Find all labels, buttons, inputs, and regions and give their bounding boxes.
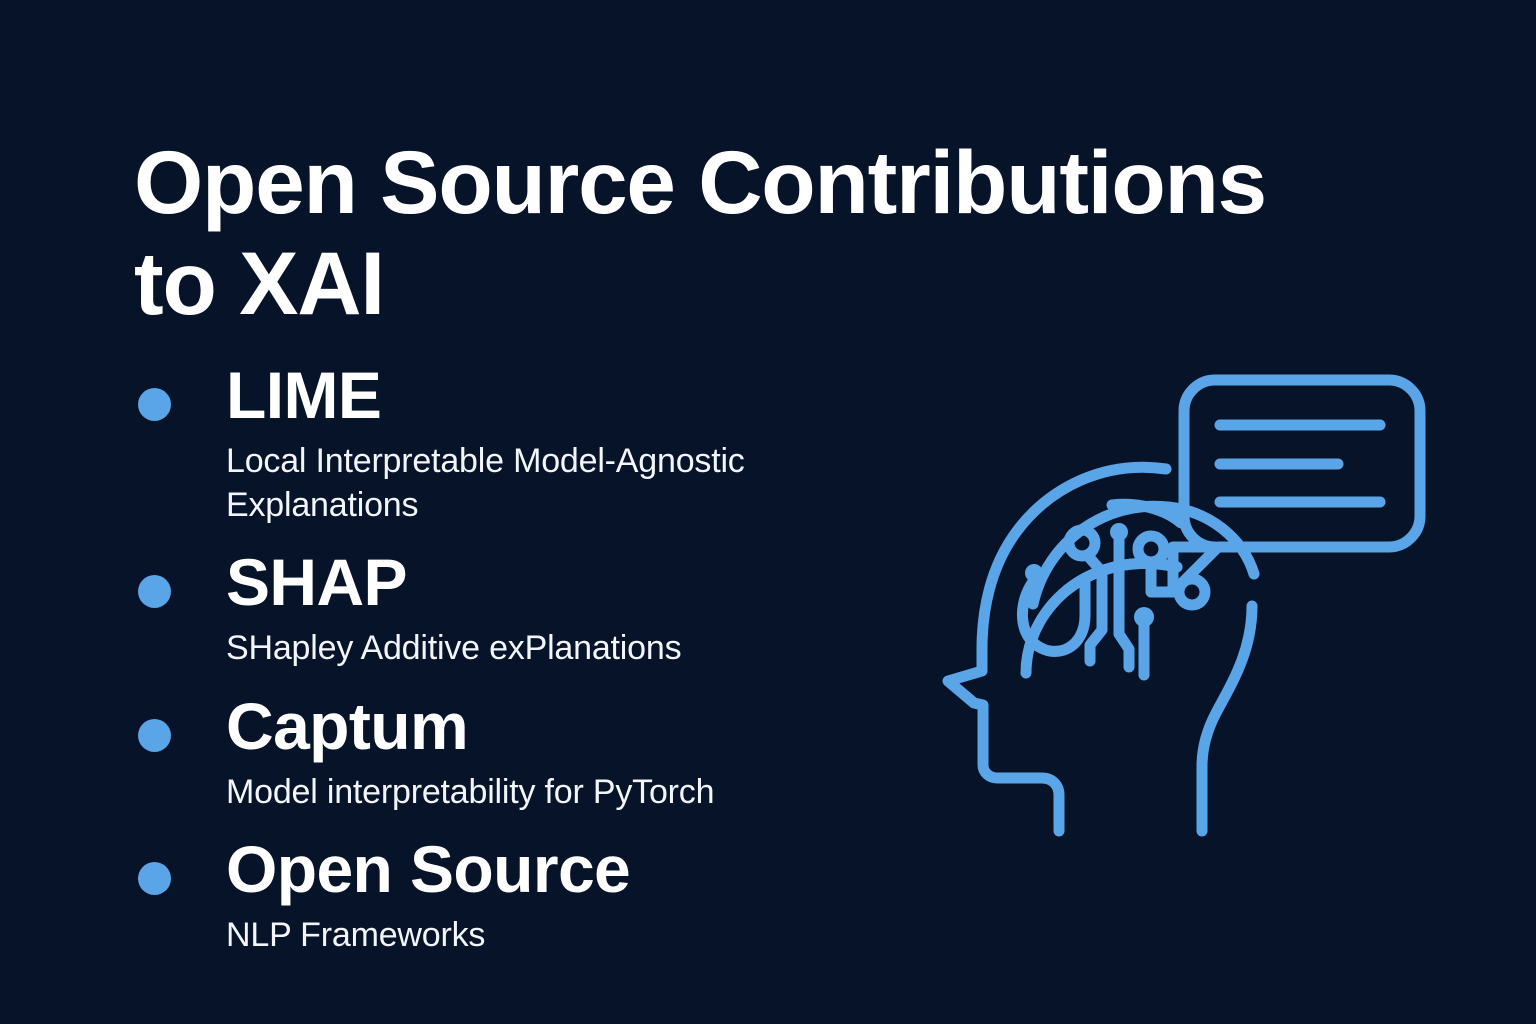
list-item-subtitle: Model interpretability for PyTorch (226, 772, 715, 811)
bullet-dot-icon (138, 388, 171, 421)
list-item-title: Captum (226, 688, 469, 763)
head-profile-outline (942, 461, 1172, 837)
head-with-circuit-brain-and-speech-bubble-illustration (930, 368, 1442, 840)
circuit-trace-2 (1113, 532, 1135, 673)
list-item: Open Source NLP Frameworks (134, 836, 934, 958)
bullet-dot-icon (138, 862, 171, 896)
circuit-trace-1 (1082, 550, 1108, 667)
page-title: Open Source Contributions to XAI (134, 131, 1267, 334)
bullet-list: LIME Local Interpretable Model-Agnostic … (134, 362, 934, 958)
circuit-trace-left-hook (1016, 574, 1091, 657)
list-item-title: SHAP (226, 545, 408, 620)
head-neck-outline (1196, 600, 1258, 837)
circuit-node-left (1025, 564, 1043, 582)
list-item: LIME Local Interpretable Model-Agnostic … (134, 362, 934, 527)
list-item-title: LIME (226, 358, 382, 432)
list-item: Captum Model interpretability for PyTorc… (134, 693, 934, 815)
brain-dome-arc (1027, 500, 1260, 610)
bullet-dot-icon (138, 575, 171, 609)
list-item: SHAP SHapley Additive exPlanations (134, 549, 934, 671)
bullet-dot-icon (138, 718, 171, 752)
list-item-subtitle: NLP Frameworks (226, 916, 486, 955)
circuit-ring-node-1 (1063, 524, 1101, 562)
list-item-title: Open Source (226, 832, 631, 907)
list-item-subtitle: Local Interpretable Model-Agnostic Expla… (226, 442, 745, 524)
speech-bubble (1167, 374, 1426, 598)
list-item-subtitle: SHapley Additive exPlanations (226, 629, 682, 668)
